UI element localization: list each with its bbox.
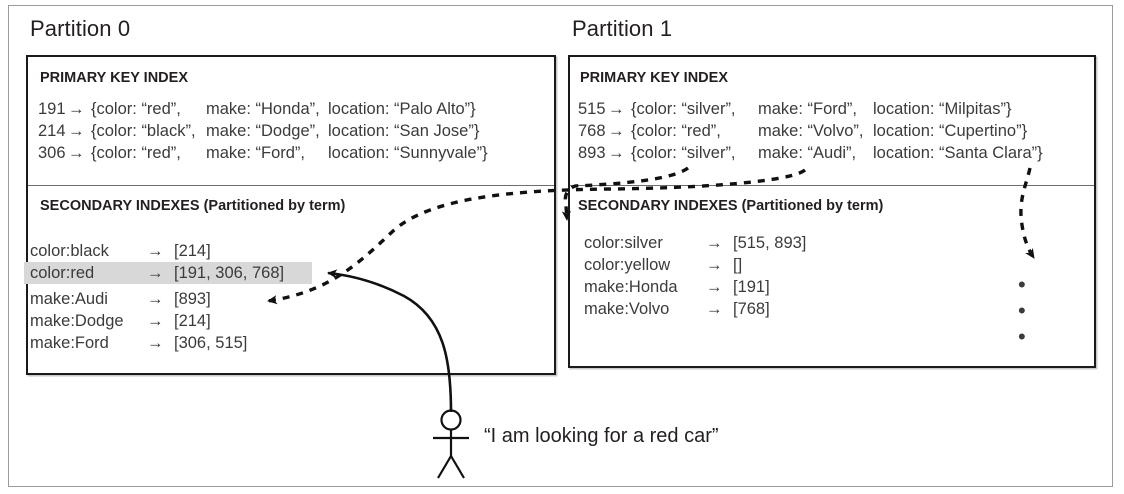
pk-location: location: “San Jose”}: [328, 122, 480, 140]
partition-0-divider: [28, 185, 554, 186]
si-term: make:Audi: [30, 290, 108, 308]
pk-location: location: “Cupertino”}: [873, 122, 1028, 140]
pk-id: 191: [38, 100, 66, 118]
pk-id: 768: [578, 122, 606, 140]
pk-id: 214: [38, 122, 66, 140]
pk-make: make: “Ford”,: [206, 144, 306, 162]
secondary-index-row: color:black → [214]: [24, 240, 312, 262]
partition-1-divider: [570, 185, 1094, 186]
si-arrow-icon: →: [147, 264, 164, 282]
user-query-quote: “I am looking for a red car”: [484, 425, 719, 447]
secondary-index-row: color:yellow → []: [578, 254, 878, 276]
pk-id: 306: [38, 144, 66, 162]
pk-arrow-icon: →: [68, 144, 85, 162]
si-document-ids: []: [733, 256, 743, 274]
si-arrow-icon: →: [147, 334, 164, 352]
pk-location: location: “Sunnyvale”}: [328, 144, 488, 162]
partition-1-secondary-heading: SECONDARY INDEXES (Partitioned by term): [578, 198, 884, 214]
si-term: color:black: [30, 242, 109, 260]
pk-arrow-icon: →: [608, 100, 625, 118]
si-arrow-icon: →: [706, 256, 723, 274]
secondary-index-row-highlighted: color:red → [191, 306, 768]: [24, 262, 312, 284]
si-document-ids: [214]: [174, 312, 211, 330]
pk-arrow-icon: →: [68, 100, 85, 118]
secondary-index-row: make:Volvo → [768]: [578, 298, 878, 320]
pk-color: {color: “red”,: [91, 144, 181, 162]
si-term: make:Honda: [584, 278, 678, 296]
si-document-ids: [191, 306, 768]: [174, 264, 285, 282]
pk-arrow-icon: →: [608, 144, 625, 162]
si-term: color:yellow: [584, 256, 671, 274]
pk-make: make: “Honda”,: [206, 100, 320, 118]
partition-1-primary-heading: PRIMARY KEY INDEX: [580, 70, 728, 86]
pk-arrow-icon: →: [68, 122, 85, 140]
secondary-index-row: make:Dodge → [214]: [24, 310, 312, 332]
si-term: color:silver: [584, 234, 663, 252]
pk-make: make: “Volvo”,: [758, 122, 864, 140]
pk-id: 515: [578, 100, 606, 118]
more-terms-ellipsis: • • •: [1018, 272, 1029, 349]
partition-0-primary-heading: PRIMARY KEY INDEX: [40, 70, 188, 86]
si-arrow-icon: →: [147, 290, 164, 308]
pk-color: {color: “silver”,: [631, 144, 736, 162]
pk-color: {color: “red”,: [631, 122, 721, 140]
pk-location: location: “Palo Alto”}: [328, 100, 476, 118]
si-document-ids: [306, 515]: [174, 334, 248, 352]
secondary-index-row: make:Audi → [893]: [24, 288, 312, 310]
partition-0-title: Partition 0: [30, 16, 131, 41]
pk-make: make: “Audi”,: [758, 144, 857, 162]
partition-0-secondary-heading: SECONDARY INDEXES (Partitioned by term): [40, 198, 346, 214]
pk-arrow-icon: →: [608, 122, 625, 140]
secondary-index-row: make:Honda → [191]: [578, 276, 878, 298]
figure-frame: [8, 5, 1113, 487]
pk-make: make: “Dodge”,: [206, 122, 320, 140]
partition-1-box: [568, 55, 1096, 368]
si-term: make:Dodge: [30, 312, 124, 330]
si-document-ids: [191]: [733, 278, 770, 296]
secondary-index-row: make:Ford → [306, 515]: [24, 332, 312, 354]
pk-make: make: “Ford”,: [758, 100, 858, 118]
si-arrow-icon: →: [706, 278, 723, 296]
pk-color: {color: “red”,: [91, 100, 181, 118]
si-document-ids: [893]: [174, 290, 211, 308]
si-arrow-icon: →: [147, 242, 164, 260]
si-document-ids: [768]: [733, 300, 770, 318]
pk-location: location: “Milpitas”}: [873, 100, 1012, 118]
secondary-index-row: color:silver → [515, 893]: [578, 232, 878, 254]
pk-location: location: “Santa Clara”}: [873, 144, 1043, 162]
si-term: color:red: [30, 264, 95, 282]
pk-id: 893: [578, 144, 606, 162]
si-document-ids: [515, 893]: [733, 234, 807, 252]
partition-1-title: Partition 1: [572, 16, 673, 41]
pk-color: {color: “silver”,: [631, 100, 736, 118]
si-arrow-icon: →: [147, 312, 164, 330]
si-arrow-icon: →: [706, 234, 723, 252]
si-arrow-icon: →: [706, 300, 723, 318]
pk-color: {color: “black”,: [91, 122, 196, 140]
si-term: make:Ford: [30, 334, 109, 352]
si-document-ids: [214]: [174, 242, 211, 260]
si-term: make:Volvo: [584, 300, 670, 318]
